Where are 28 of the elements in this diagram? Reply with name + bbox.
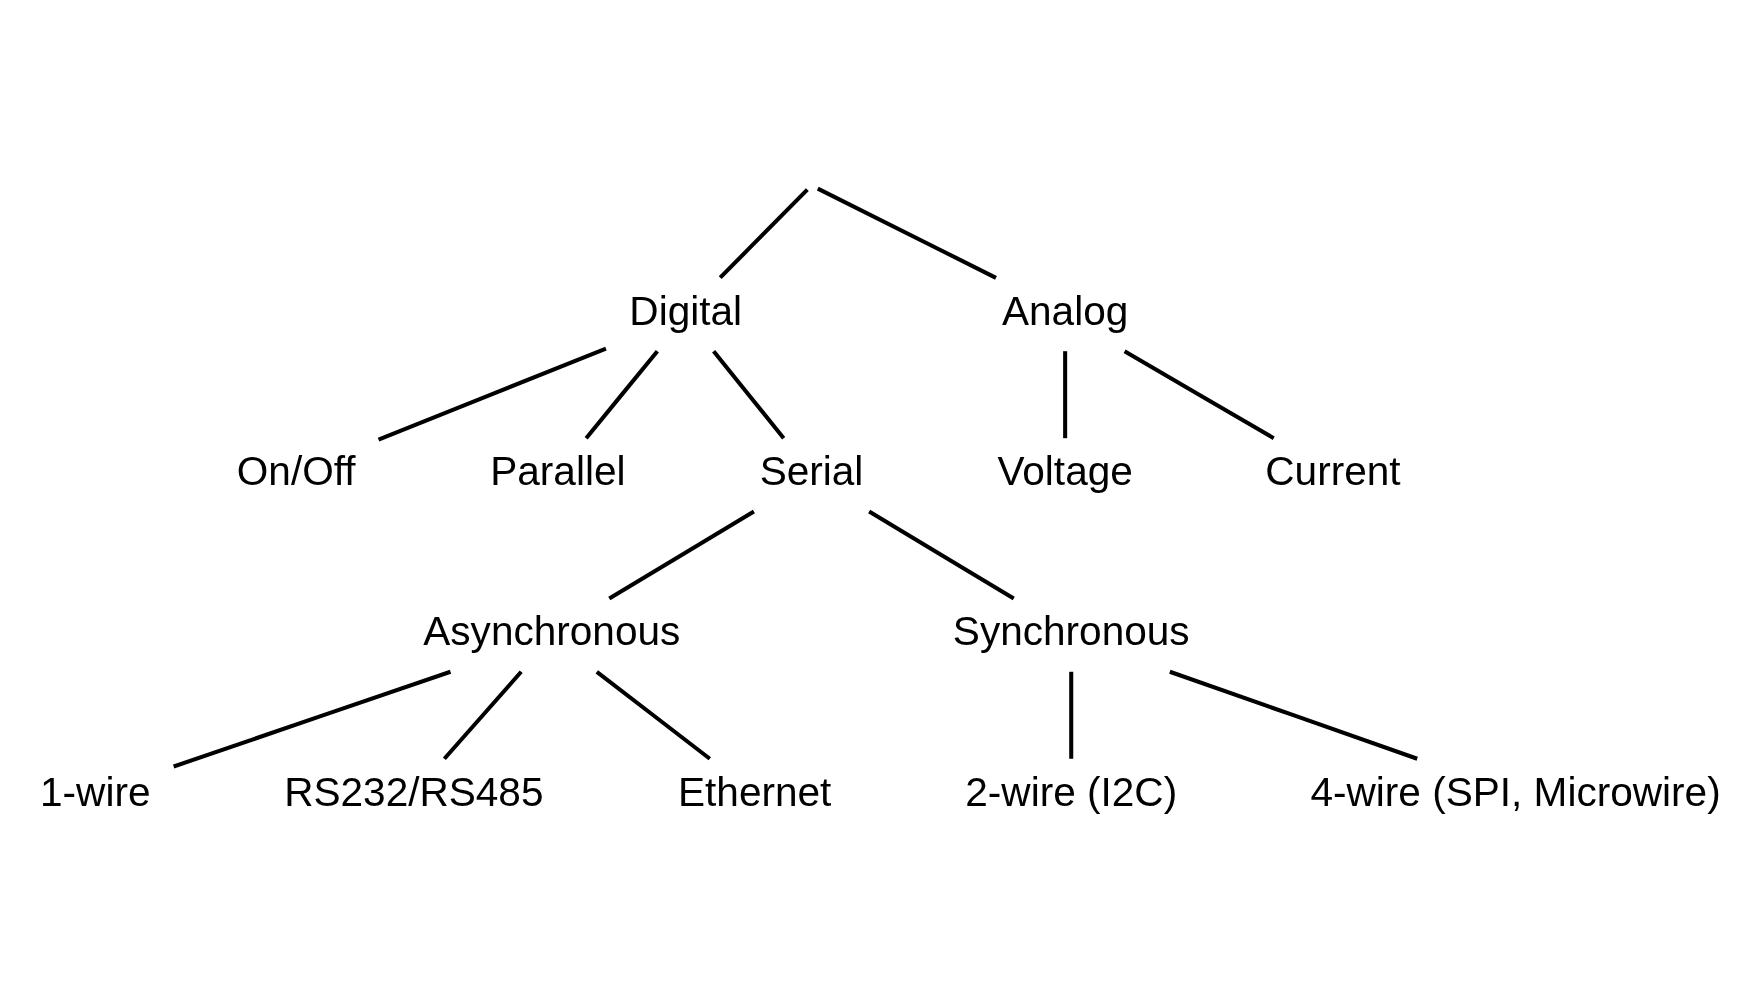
node-text: Synchronous [952, 607, 1190, 654]
node-text: Parallel [490, 447, 626, 494]
connector [595, 669, 712, 760]
node-text: Ethernet [678, 768, 832, 815]
connector [1063, 350, 1068, 438]
node-text: Serial [759, 447, 864, 494]
node-text: RS232/RS485 [284, 768, 544, 815]
connector [1123, 348, 1275, 440]
connector [1069, 671, 1074, 759]
node-text: 4-wire (SPI, Microwire) [1310, 768, 1721, 815]
node-text: Current [1265, 447, 1401, 494]
connector [442, 669, 523, 760]
node-text: Voltage [997, 447, 1133, 494]
connector [173, 669, 452, 768]
node-text: Analog [1001, 287, 1129, 334]
connector [1169, 669, 1418, 761]
connector [377, 346, 607, 442]
node-text: On/Off [236, 447, 356, 494]
connector [608, 509, 755, 600]
connector [712, 349, 786, 439]
node-text: 1-wire [40, 768, 151, 815]
connector [868, 509, 1015, 600]
connector [718, 187, 809, 279]
connector [816, 186, 997, 280]
node-text: Digital [629, 287, 743, 334]
node-text: 2-wire (I2C) [965, 768, 1178, 815]
node-text: Asynchronous [423, 607, 681, 654]
connector [584, 349, 659, 439]
